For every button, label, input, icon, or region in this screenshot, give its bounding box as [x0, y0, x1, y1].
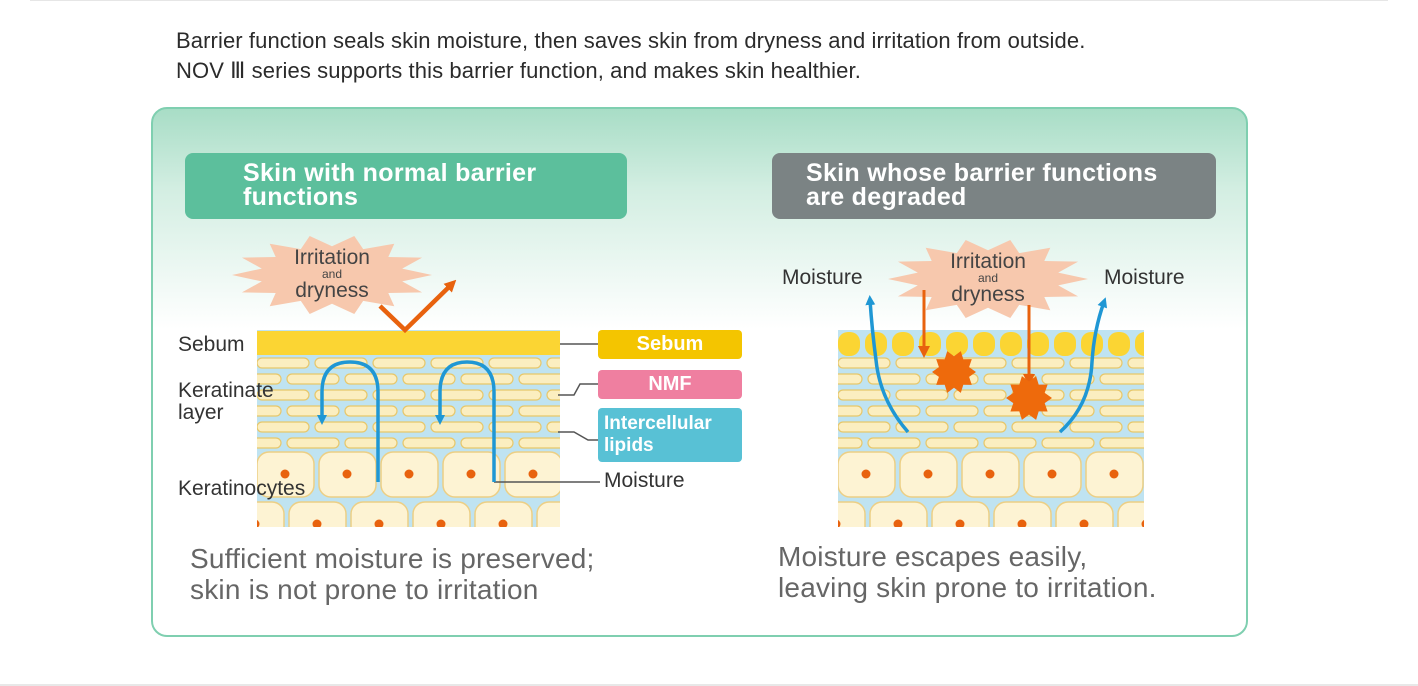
label-moisture-right: Moisture: [1104, 266, 1185, 289]
caption-normal: Sufficient moisture is preserved; skin i…: [190, 543, 594, 605]
irritation-burst-left: [232, 236, 432, 314]
degraded-skin-cross-section: [838, 330, 1144, 527]
degraded-header-line-1: Skin whose barrier functions: [806, 159, 1158, 187]
tag-nmf: NMF: [598, 370, 742, 399]
deflected-irritation-arrow: [378, 279, 457, 334]
keratinocytes-left: [257, 451, 560, 527]
burst-label-right: Irritation and dryness: [950, 250, 1026, 306]
sebum-layer-left: [257, 331, 560, 355]
leader-lines: [494, 343, 600, 483]
moisture-escape-arrows: [865, 295, 1108, 434]
irritation-burst-right: [888, 240, 1088, 318]
moisture-retained-arrows: [317, 360, 496, 482]
top-divider: [30, 0, 1388, 1]
label-moisture-left: Moisture: [782, 266, 863, 289]
degraded-barrier-header: Skin whose barrier functions are degrade…: [772, 153, 1216, 219]
degraded-header-line-2: are degraded: [806, 183, 967, 211]
label-keratinate-line-1: Keratinate: [178, 379, 274, 402]
normal-header-line-2: functions: [243, 183, 359, 211]
normal-barrier-header: Skin with normal barrier functions: [185, 153, 627, 219]
label-keratinate-line-2: layer: [178, 401, 224, 424]
caption-degraded-line-2: leaving skin prone to irritation.: [778, 572, 1157, 603]
tag-lipids-line-1: Intercellular: [604, 413, 712, 434]
tag-sebum: Sebum: [598, 330, 742, 359]
intro-line-1: Barrier function seals skin moisture, th…: [176, 28, 1086, 53]
keratinocytes-right: [838, 451, 1144, 527]
burst-label-left: Irritation and dryness: [294, 246, 370, 302]
intro-line-2: NOV Ⅲ series supports this barrier funct…: [176, 58, 861, 83]
caption-degraded: Moisture escapes easily, leaving skin pr…: [778, 541, 1157, 603]
label-moisture: Moisture: [604, 469, 685, 492]
label-keratinocytes: Keratinocytes: [178, 477, 306, 500]
irritation-star-1: [932, 351, 976, 393]
tag-lipids-line-2: lipids: [604, 435, 654, 456]
irritation-star-2: [1006, 376, 1052, 420]
bottom-divider: [0, 684, 1418, 686]
label-sebum: Sebum: [178, 333, 245, 356]
tag-intercellular-lipids: Intercellular lipids: [598, 408, 742, 462]
caption-normal-line-2: skin is not prone to irritation: [190, 574, 539, 605]
normal-skin-cross-section: [257, 330, 560, 527]
intro-text: Barrier function seals skin moisture, th…: [176, 26, 1085, 86]
penetrating-irritation-arrows: [918, 290, 1035, 386]
caption-normal-line-1: Sufficient moisture is preserved;: [190, 543, 595, 574]
normal-header-line-1: Skin with normal barrier: [243, 159, 537, 187]
keratinate-layer-left: [257, 357, 560, 449]
caption-degraded-line-1: Moisture escapes easily,: [778, 541, 1088, 572]
